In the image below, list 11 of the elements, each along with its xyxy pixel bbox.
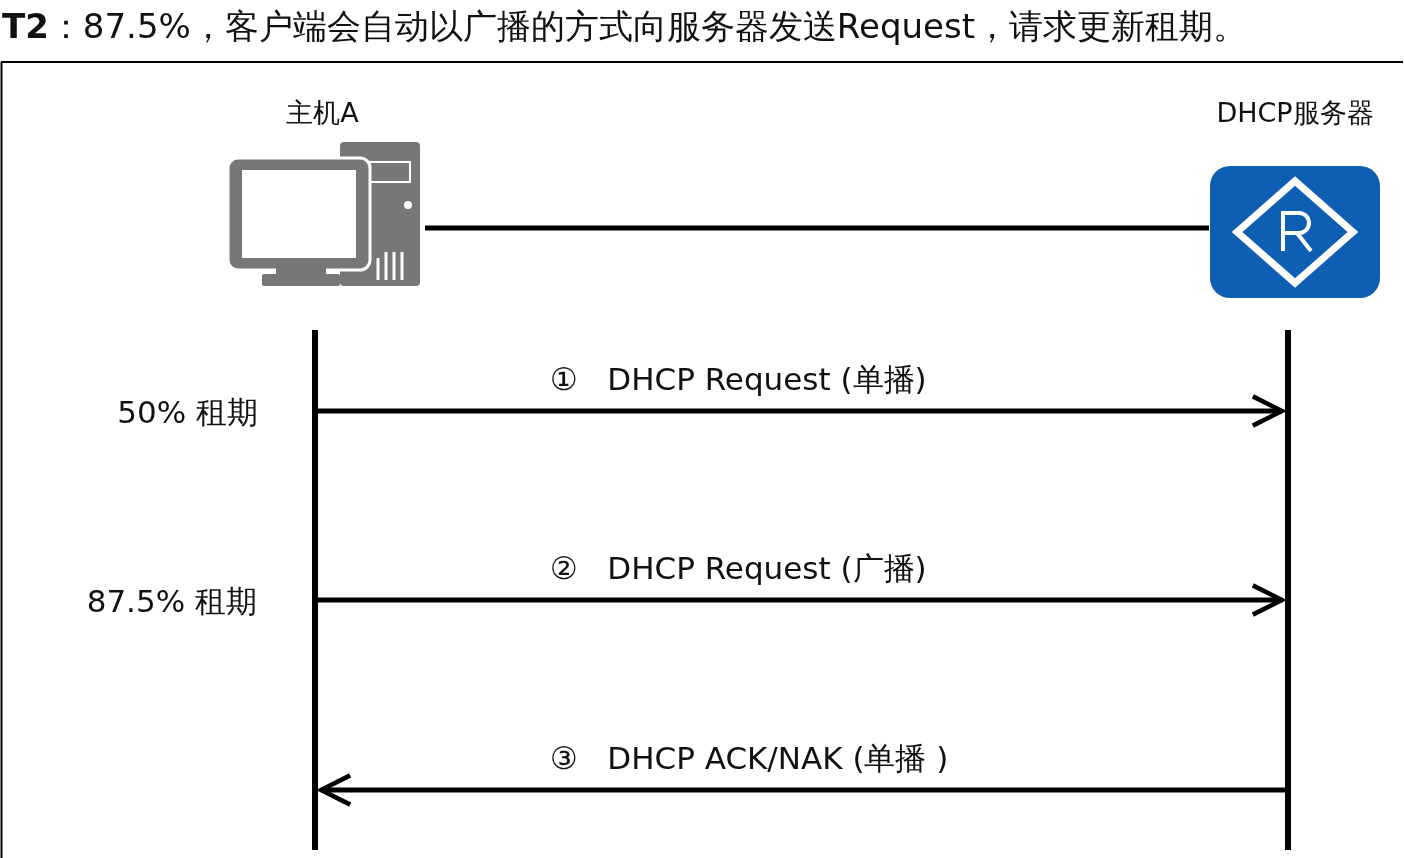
arrow — [318, 773, 1285, 807]
lease-label: 50% 租期 — [117, 393, 258, 432]
node-label: 主机A — [285, 96, 360, 130]
arrow — [318, 583, 1285, 617]
lifeline — [1285, 330, 1291, 850]
lifeline — [312, 330, 318, 850]
node-label: DHCP服务器 — [1215, 96, 1375, 130]
connection-line — [425, 225, 1209, 231]
lease-label: 87.5% 租期 — [86, 582, 257, 621]
arrow — [318, 394, 1285, 428]
title: T2：87.5%，客户端会自动以广播的方式向服务器发送Request，请求更新租期。 — [2, 5, 1247, 48]
